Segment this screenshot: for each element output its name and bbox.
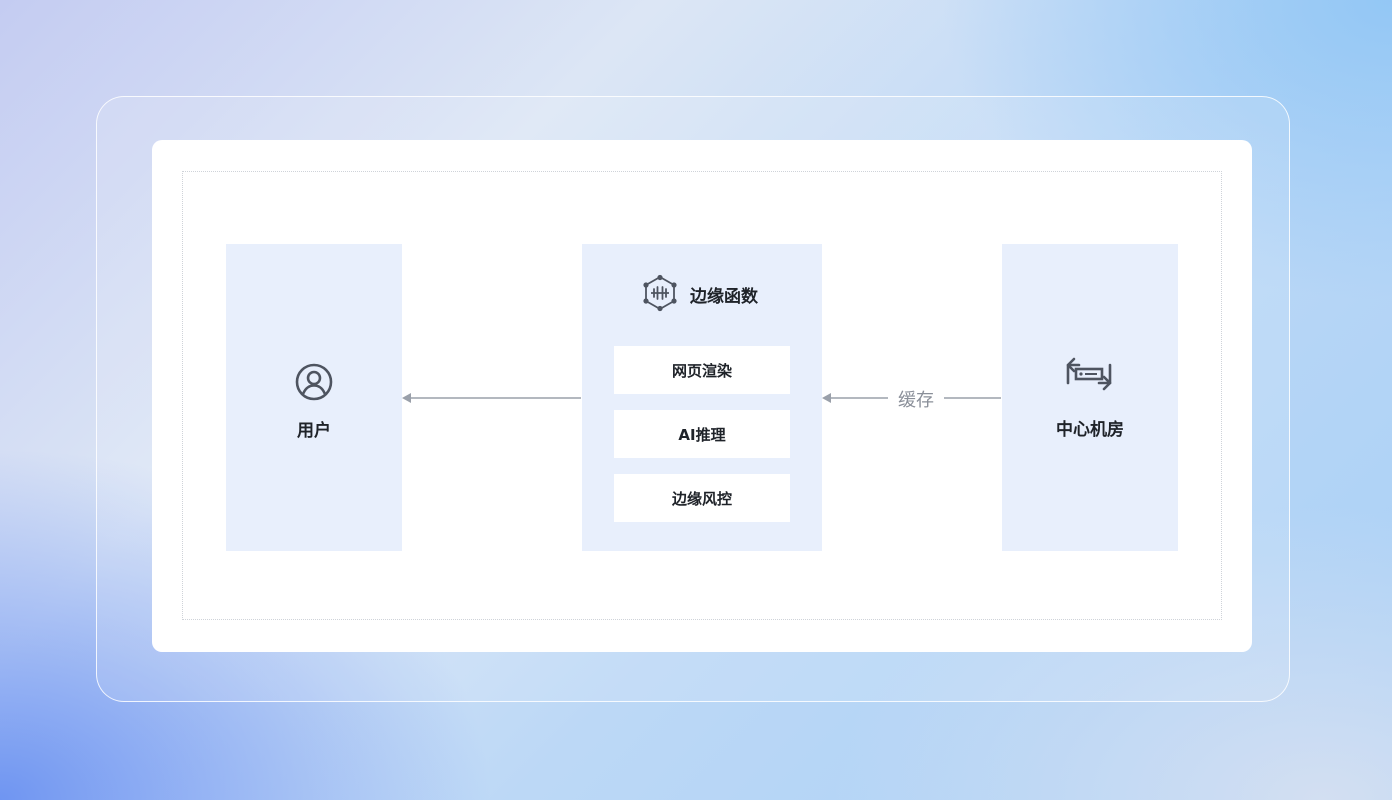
function-item-web-render: 网页渲染 <box>614 346 790 394</box>
diagram-boundary <box>182 171 1222 620</box>
function-item-ai-inference: AI推理 <box>614 410 790 458</box>
datacenter-icon <box>1066 357 1112 391</box>
edge-function-icon <box>643 274 677 312</box>
user-icon <box>295 363 333 401</box>
center-datacenter-label: 中心机房 <box>1056 420 1124 440</box>
center-datacenter-node <box>1002 244 1178 551</box>
function-item-edge-risk-control: 边缘风控 <box>614 474 790 522</box>
edge-function-title: 边缘函数 <box>690 287 758 307</box>
user-node <box>226 244 402 551</box>
user-label: 用户 <box>297 421 331 441</box>
cache-edge-label: 缓存 <box>888 386 944 412</box>
